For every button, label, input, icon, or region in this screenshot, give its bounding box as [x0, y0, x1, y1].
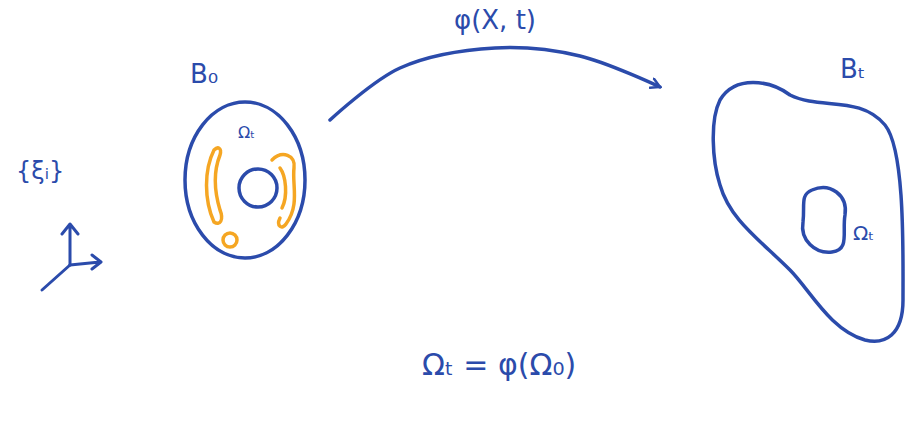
mapping-label: φ(X, t) — [452, 6, 538, 35]
body-label: Ωₜ — [853, 222, 874, 244]
body-outline — [798, 180, 893, 260]
reference-body: B₀ — [150, 60, 320, 270]
body-label: B₀ — [190, 60, 218, 89]
mapping-equation: Ωₜ = φ(Ω₀) — [420, 348, 578, 381]
basis-label: {ξᵢ} — [14, 158, 66, 184]
coordinate-axes — [42, 224, 101, 290]
body-outline — [150, 60, 320, 270]
body-label: Bₜ — [840, 55, 866, 84]
current-subregion: Ωₜ — [798, 180, 893, 260]
body-outline — [690, 55, 912, 350]
current-body: BₜΩₜ — [690, 55, 912, 350]
mapping-arrow — [330, 48, 660, 120]
region-label: Ωₜ — [236, 124, 257, 142]
